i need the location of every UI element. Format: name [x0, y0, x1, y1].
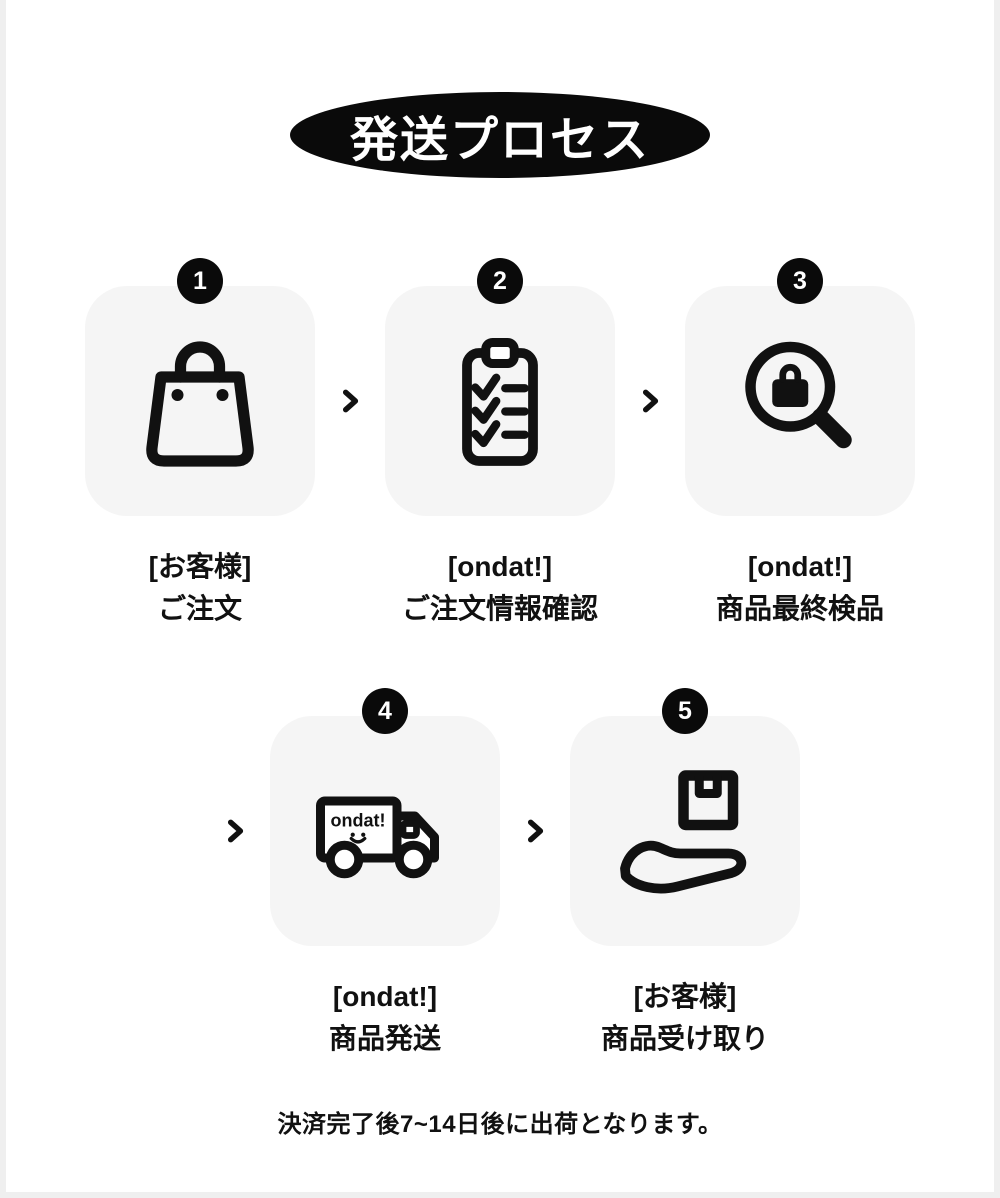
magnifier-bag-icon	[745, 341, 852, 449]
step-tile: 1	[85, 258, 315, 516]
chevron-right-icon	[637, 286, 663, 516]
process-step-3: 3 [ondat!] 商品最終検品	[685, 258, 915, 630]
step-label: [お客様] 商品受け取り	[601, 976, 769, 1060]
step-label: [ondat!] 商品最終検品	[716, 546, 884, 630]
step-number-badge: 2	[477, 258, 523, 304]
process-step-1: 1 [お客様] ご注文	[85, 258, 315, 630]
step-label-line2: 商品最終検品	[715, 593, 884, 624]
step-label: [ondat!] 商品発送	[329, 976, 441, 1060]
shipping-note: 決済完了後7~14日後に出荷となります。	[277, 1111, 723, 1138]
step-label-line1: [ondat!]	[332, 981, 438, 1012]
step-tile: 2	[385, 258, 615, 516]
title-banner: 発送プロセス	[290, 92, 710, 178]
clipboard-checklist-icon	[462, 338, 538, 466]
shopping-bag-icon	[146, 341, 254, 467]
process-step-2: 2 [ondat!] ご注文情報確認	[385, 258, 615, 630]
step-label-line2: 商品発送	[328, 1023, 441, 1054]
step-tile: 5	[570, 688, 800, 946]
chevron-right-icon	[337, 286, 363, 516]
step-label-line1: [ondat!]	[747, 551, 853, 582]
page-title: 発送プロセス	[349, 114, 650, 167]
chevron-right-icon	[222, 716, 248, 946]
step-tile: 3	[685, 258, 915, 516]
step-number-badge: 4	[362, 688, 408, 734]
step-label: [お客様] ご注文	[149, 546, 252, 630]
process-step-4: 4 ondat! [ondat!] 商品発送	[270, 688, 500, 1060]
delivery-truck-icon: ondat!	[316, 796, 439, 879]
truck-brand-label: ondat!	[331, 811, 386, 831]
step-label-line1: [お客様]	[633, 981, 737, 1012]
step-label-line2: ご注文情報確認	[401, 593, 598, 624]
step-number-badge: 5	[662, 688, 708, 734]
chevron-right-icon	[522, 716, 548, 946]
step-label-line1: [お客様]	[148, 551, 252, 582]
step-number-badge: 1	[177, 258, 223, 304]
step-label-line1: [ondat!]	[447, 551, 553, 582]
step-number-badge: 3	[777, 258, 823, 304]
step-label: [ondat!] ご注文情報確認	[402, 546, 598, 630]
step-label-line2: 商品受け取り	[600, 1023, 769, 1054]
process-step-5: 5 [お客様] 商品受け取り	[570, 688, 800, 1060]
step-tile: 4 ondat!	[270, 688, 500, 946]
process-row-1: 1 [お客様] ご注文 2	[85, 258, 915, 630]
process-row-2: 4 ondat! [ondat!] 商品発送	[200, 688, 800, 1060]
hand-receiving-box-icon	[620, 770, 747, 894]
step-label-line2: ご注文	[157, 593, 242, 624]
